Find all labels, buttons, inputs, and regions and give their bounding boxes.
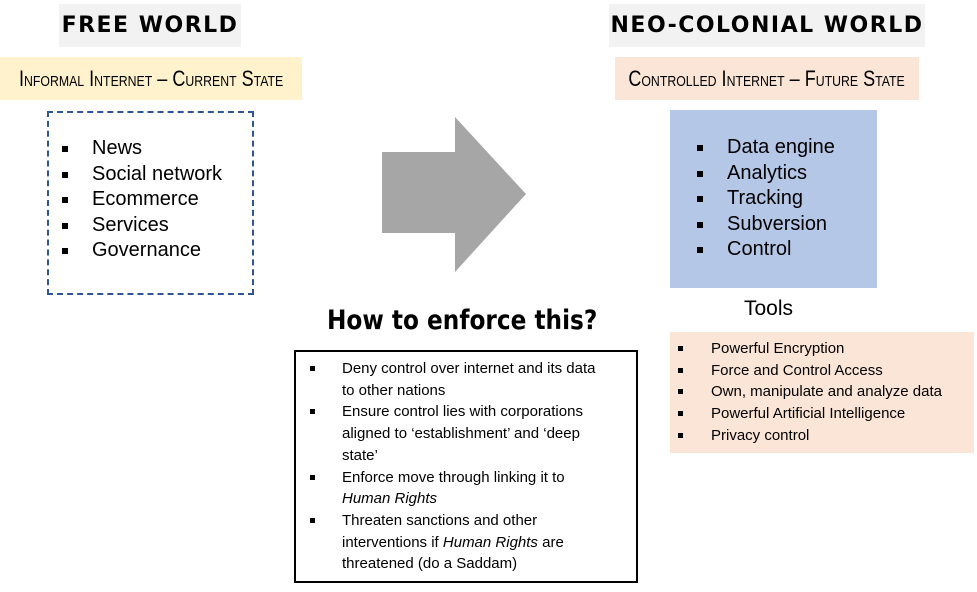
item-italic: Human Rights [342, 490, 438, 508]
enforce-list: Deny control over internet and its data … [310, 358, 610, 575]
list-item: Ecommerce [62, 187, 222, 213]
list-item: Control [697, 237, 835, 263]
item-italic: Human Rights [442, 533, 538, 551]
free-world-title: FREE WORLD [59, 4, 241, 47]
list-item: Force and Control Access [678, 360, 942, 382]
list-item: Ensure control lies with corporations al… [310, 401, 610, 466]
neo-colonial-title: NEO-COLONIAL WORLD [609, 4, 925, 47]
item-text: Threaten sanctions and other interventio… [342, 511, 538, 551]
list-item: Social network [62, 162, 222, 188]
item-text: Enforce move through linking it to [342, 468, 565, 486]
enforce-heading: How to enforce this? [327, 305, 598, 336]
neo-colonial-list: Data engine Analytics Tracking Subversio… [697, 135, 835, 263]
list-item: Deny control over internet and its data … [310, 358, 610, 401]
tools-label: Tools [744, 297, 794, 320]
neo-colonial-list-box: Data engine Analytics Tracking Subversio… [670, 110, 877, 288]
list-item: Threaten sanctions and other interventio… [310, 510, 610, 575]
free-world-title-text: FREE WORLD [61, 13, 239, 38]
list-item: Privacy control [678, 425, 942, 447]
tools-list: Powerful Encryption Force and Control Ac… [678, 338, 942, 447]
list-item: Enforce move through linking it to Human… [310, 467, 610, 510]
neo-colonial-title-text: NEO-COLONIAL WORLD [610, 13, 924, 38]
right-arrow-icon [382, 117, 526, 272]
item-text: Ensure control lies with corporations al… [342, 403, 583, 464]
list-item: Governance [62, 238, 222, 264]
controlled-internet-text: Controlled Internet – Future State [628, 65, 906, 91]
list-item: Analytics [697, 161, 835, 187]
list-item: Powerful Encryption [678, 338, 942, 360]
list-item: Data engine [697, 135, 835, 161]
list-item: News [62, 136, 222, 162]
list-item: Subversion [697, 212, 835, 238]
free-world-list-box: News Social network Ecommerce Services G… [47, 111, 254, 295]
free-world-list: News Social network Ecommerce Services G… [62, 136, 222, 264]
controlled-internet-subtitle: Controlled Internet – Future State [615, 57, 919, 100]
list-item: Own, manipulate and analyze data [678, 381, 942, 403]
item-text: Deny control over internet and its data … [342, 360, 596, 399]
list-item: Powerful Artificial Intelligence [678, 403, 942, 425]
tools-box: Powerful Encryption Force and Control Ac… [670, 332, 974, 453]
informal-internet-subtitle: Informal Internet – Current State [0, 57, 302, 100]
item-text: are threatened (do a Saddam) [342, 533, 564, 573]
informal-internet-text: Informal Internet – Current State [18, 65, 284, 91]
enforce-box: Deny control over internet and its data … [294, 350, 638, 583]
list-item: Tracking [697, 186, 835, 212]
list-item: Services [62, 213, 222, 239]
